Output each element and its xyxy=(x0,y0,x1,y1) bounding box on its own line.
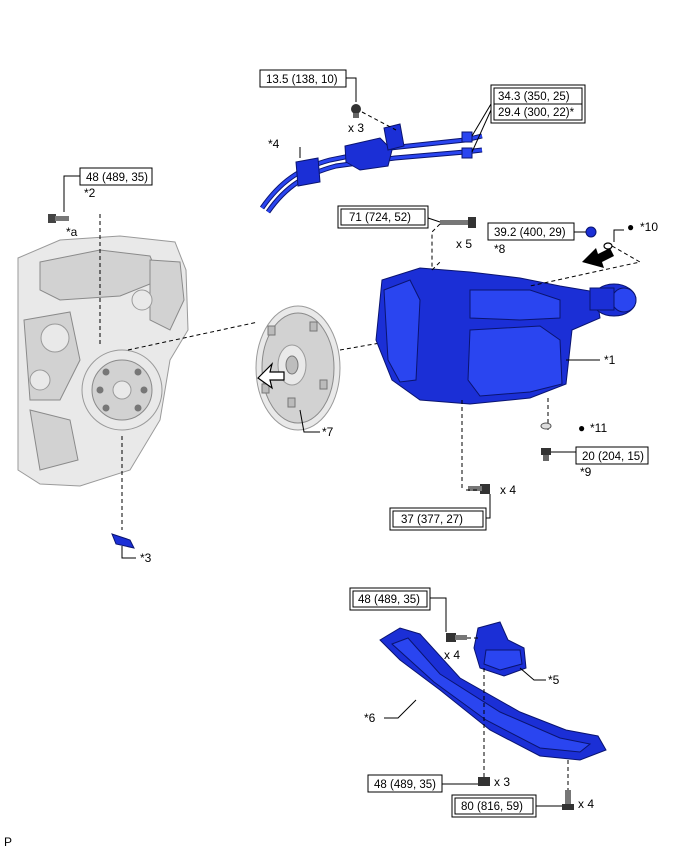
bolt-a-icon xyxy=(48,214,69,223)
svg-text:48 (489, 35): 48 (489, 35) xyxy=(86,172,148,184)
callout-10: *10 xyxy=(640,220,658,234)
torque-converter xyxy=(255,305,341,431)
torque-box-13-5: 13.5 (138, 10) xyxy=(259,69,347,88)
svg-text:20 (204, 15): 20 (204, 15) xyxy=(582,451,644,463)
qty-x4-trans: x 4 xyxy=(500,483,516,497)
torque-box-48-bot: 48 (489, 35) xyxy=(367,774,443,793)
svg-text:29.4 (300, 22)*: 29.4 (300, 22)* xyxy=(498,107,575,119)
torque-box-37: 37 (377, 27) xyxy=(389,507,487,531)
callout-6: *6 xyxy=(364,711,376,725)
callout-5: *5 xyxy=(548,673,560,687)
dot-11: ● xyxy=(578,421,585,435)
torque-box-48-top: 48 (489, 35) xyxy=(79,167,153,186)
svg-text:37 (377, 27): 37 (377, 27) xyxy=(401,514,463,526)
gasket-icon xyxy=(603,242,613,250)
trans-bolt-icon xyxy=(440,217,476,228)
dot-10: ● xyxy=(627,220,634,234)
torque-box-80: 80 (816, 59) xyxy=(451,794,537,818)
callout-7: *7 xyxy=(322,425,334,439)
callout-11: *11 xyxy=(590,421,607,435)
torque-box-39-2: 39.2 (400, 29) xyxy=(487,222,575,241)
mount-bolt-icon xyxy=(446,633,467,642)
torque-box-20: 20 (204, 15) xyxy=(575,446,649,465)
svg-text:39.2 (400, 29): 39.2 (400, 29) xyxy=(494,227,566,239)
torque-box-71: 71 (724, 52) xyxy=(337,205,429,229)
oil-cooler-tube-assembly xyxy=(259,123,483,214)
torque-box-34-3: 34.3 (350, 25) 29.4 (300, 22)* xyxy=(490,84,586,124)
qty-x3-bot: x 3 xyxy=(494,775,510,789)
torque-box-48-mid: 48 (489, 35) xyxy=(349,587,431,611)
qty-x4-mount: x 4 xyxy=(444,648,460,662)
engine-illustration xyxy=(17,235,189,487)
qty-x3-top: x 3 xyxy=(348,121,364,135)
qty-x5: x 5 xyxy=(456,237,472,251)
lower-bolt-icon xyxy=(468,484,490,494)
svg-text:48 (489, 35): 48 (489, 35) xyxy=(358,594,420,606)
engine-mount xyxy=(473,621,527,677)
crossmember-nut-icon xyxy=(478,777,490,786)
callout-3: *3 xyxy=(140,551,152,565)
drain-gasket-icon xyxy=(540,422,552,430)
svg-text:48 (489, 35): 48 (489, 35) xyxy=(374,779,436,791)
callout-8: *8 xyxy=(494,242,506,256)
crossmember xyxy=(379,627,607,761)
svg-text:13.5 (138, 10): 13.5 (138, 10) xyxy=(266,74,338,86)
corner-mark: P xyxy=(4,835,12,849)
svg-text:80 (816, 59): 80 (816, 59) xyxy=(461,801,523,813)
filler-plug-icon xyxy=(585,226,597,238)
svg-text:34.3 (350, 25): 34.3 (350, 25) xyxy=(498,91,570,103)
qty-x4-bot: x 4 xyxy=(578,797,594,811)
tube-bolt-icon xyxy=(351,104,361,118)
callout-a: *a xyxy=(66,225,78,239)
svg-text:71 (724, 52): 71 (724, 52) xyxy=(349,212,411,224)
callout-2: *2 xyxy=(84,186,96,200)
direction-arrow-icon xyxy=(582,248,614,268)
callout-1: *1 xyxy=(604,353,616,367)
callout-9: *9 xyxy=(580,465,592,479)
hole-cover-icon xyxy=(111,533,135,549)
automatic-transmission xyxy=(375,267,637,405)
drain-plug-icon xyxy=(541,448,551,461)
callout-4: *4 xyxy=(268,137,280,151)
insert-arrow-icon xyxy=(257,362,285,390)
crossmember-bolt-icon xyxy=(562,790,574,810)
